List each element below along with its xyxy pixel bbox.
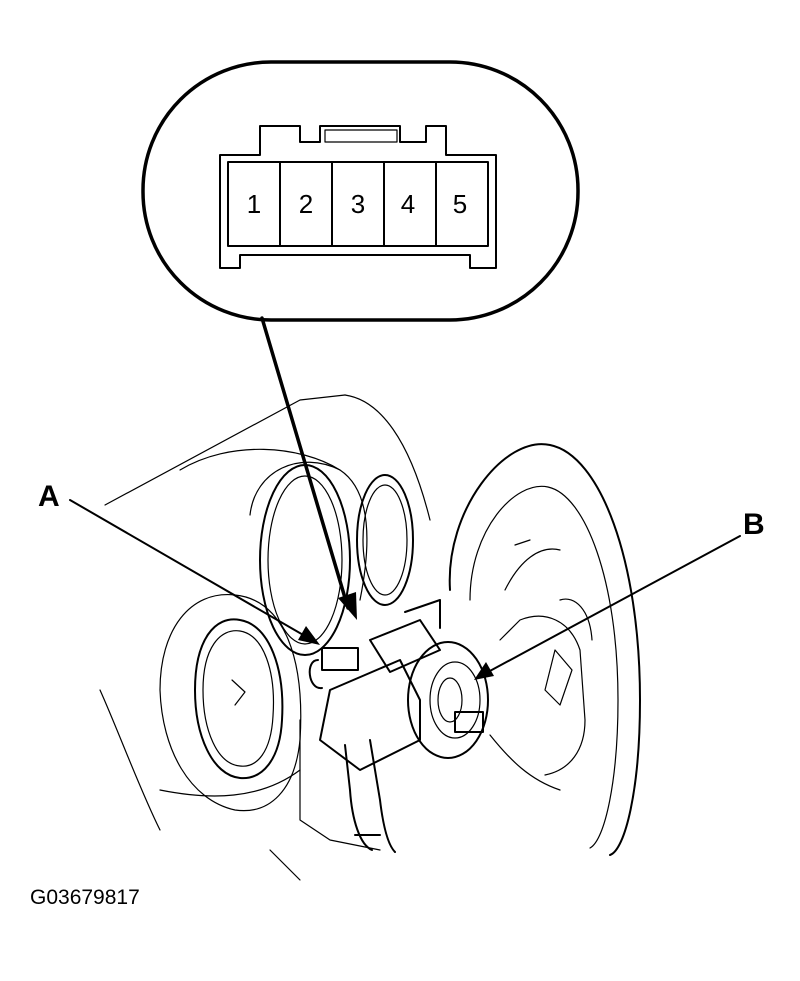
- leader-lines: [69, 316, 741, 680]
- callout-a-leader: [69, 499, 306, 637]
- pin-label: 4: [401, 189, 415, 219]
- pin-label: 2: [299, 189, 313, 219]
- connector-housing: [219, 125, 497, 269]
- callout-b-leader: [487, 535, 741, 673]
- arrowhead: [338, 592, 357, 620]
- pin-label: 3: [351, 189, 365, 219]
- connector-inset: 1 2 3 4 5: [141, 60, 580, 322]
- dashboard-illustration: [99, 394, 641, 881]
- callout-label-b: B: [743, 508, 765, 541]
- figure-code: G03679817: [30, 886, 140, 909]
- callout-label-a: A: [38, 480, 60, 513]
- inset-outline: [141, 60, 580, 322]
- pin-label: 5: [453, 189, 467, 219]
- arrowhead: [474, 662, 494, 680]
- arrowhead: [298, 626, 320, 645]
- pin-label: 1: [247, 189, 261, 219]
- connector-leader-line: [260, 316, 350, 610]
